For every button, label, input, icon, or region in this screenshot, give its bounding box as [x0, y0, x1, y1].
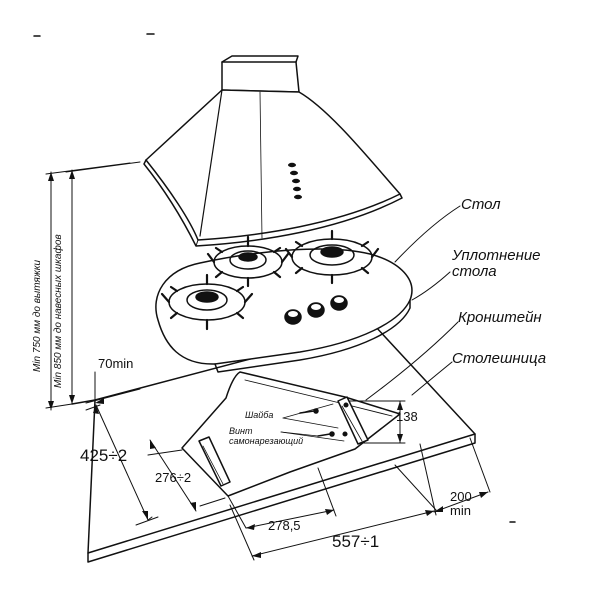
- burners: [160, 229, 380, 331]
- label-screw: Винт самонарезающий: [229, 426, 303, 446]
- label-seal-line1: Уплотнение: [452, 247, 541, 264]
- dim-200min-unit: min: [450, 503, 471, 518]
- dim-278: 278,5: [268, 518, 301, 533]
- dim-200min-value: 200: [450, 489, 472, 504]
- label-screw-line2: самонарезающий: [229, 436, 304, 446]
- label-bracket: Кронштейн: [458, 309, 542, 326]
- label-seal: Уплотнение стола: [452, 248, 541, 280]
- dim-276: 276÷2: [155, 470, 192, 485]
- dim-425: 425÷2: [80, 446, 128, 465]
- label-countertop: Столешница: [452, 350, 547, 367]
- note-min-cabinets: Min 850 мм до навесных шкафов: [53, 234, 64, 388]
- dimension-lines: [45, 161, 491, 561]
- label-screw-line1: Винт: [229, 426, 253, 436]
- burner-back-right: [284, 229, 380, 285]
- label-table: Стол: [461, 196, 501, 213]
- label-seal-line2: стола: [452, 263, 497, 280]
- burner-front-left: [160, 273, 254, 331]
- dim-557: 557÷1: [332, 532, 380, 551]
- range-hood: [143, 55, 403, 247]
- dim-70min: 70min: [98, 356, 134, 371]
- callout-leaders: [365, 205, 461, 401]
- stray-marks: [33, 33, 516, 523]
- leader-lines: [280, 403, 345, 442]
- mounting-brackets: [198, 396, 369, 487]
- label-washer: Шайба: [245, 410, 274, 420]
- arrowheads: [48, 170, 488, 558]
- hood-indicator-lights: [288, 162, 302, 200]
- screws: [299, 402, 349, 437]
- dim-138: 138: [396, 409, 418, 424]
- note-min-hood: Min 750 мм до вытяжки: [32, 259, 43, 372]
- dim-200min: 200 min: [450, 490, 472, 518]
- control-knobs: [284, 295, 348, 325]
